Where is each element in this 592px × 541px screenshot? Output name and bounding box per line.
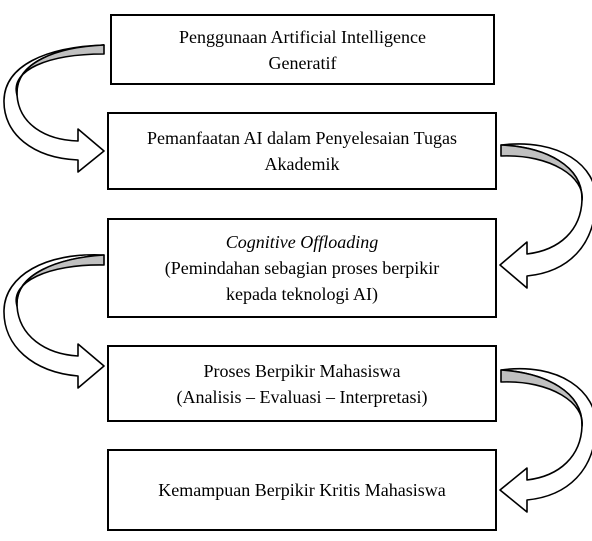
box-4-line-2: (Analisis – Evaluasi – Interpretasi) (176, 386, 428, 407)
box-3-line-1: Cognitive Offloading (225, 232, 379, 252)
box-pemanfaatan-ai: Pemanfaatan AI dalam Penyelesaian Tugas … (107, 112, 497, 190)
box-cognitive-offloading: Cognitive Offloading (Pemindahan sebagia… (107, 218, 497, 318)
box-penggunaan-ai-generatif: Penggunaan Artificial Intelligence Gener… (110, 14, 495, 85)
box-1-line-1: Penggunaan Artificial Intelligence (179, 26, 426, 47)
curved-arrow-left-2 (3, 254, 105, 389)
box-4-line-1: Proses Berpikir Mahasiswa (203, 360, 401, 381)
curved-arrow-right-1 (499, 143, 592, 289)
box-2-line-2: Akademik (264, 154, 340, 174)
box-proses-berpikir: Proses Berpikir Mahasiswa (Analisis – Ev… (107, 345, 497, 422)
box-5-line-1: Kemampuan Berpikir Kritis Mahasiswa (158, 480, 446, 500)
curved-arrow-left-1 (3, 44, 105, 173)
box-2-line-1: Pemanfaatan AI dalam Penyelesaian Tugas (147, 128, 457, 148)
box-3-line-3: kepada teknologi AI) (226, 284, 378, 304)
box-3-line-2: (Pemindahan sebagian proses berpikir (164, 258, 440, 278)
curved-arrow-right-2 (499, 367, 592, 513)
box-kemampuan-berpikir-kritis: Kemampuan Berpikir Kritis Mahasiswa (107, 449, 497, 531)
box-1-line-2: Generatif (268, 52, 337, 73)
